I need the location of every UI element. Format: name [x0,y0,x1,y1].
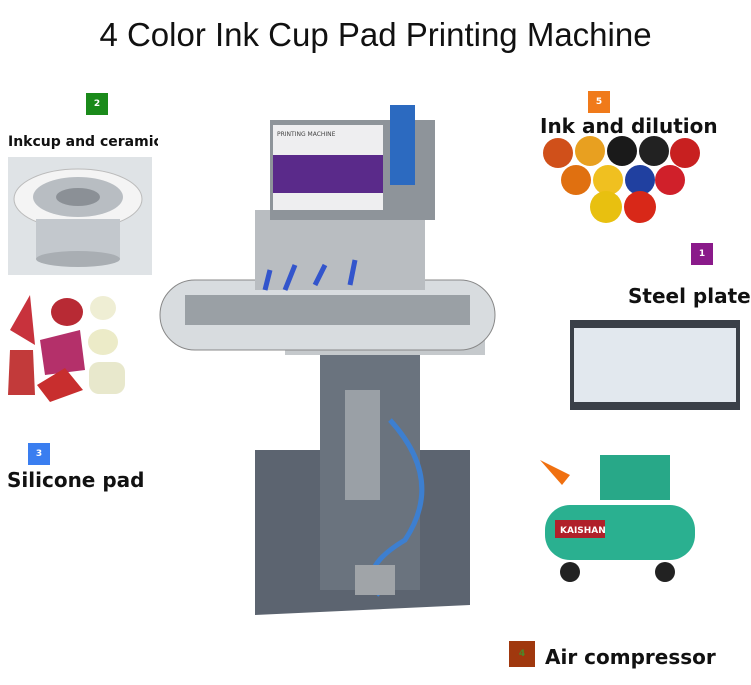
page-title: 4 Color Ink Cup Pad Printing Machine [99,16,652,53]
steel-plate-label: Steel plate [628,284,751,308]
ink-label: Ink and dilution [540,114,718,138]
ink-cans-image [543,136,700,223]
compressor-brand: KAISHAN [560,526,606,536]
air-compressor-image: KAISHAN [540,455,695,582]
inkcup-image [8,157,152,275]
silicone-pads-image [8,295,125,402]
badge-2: 2 [86,93,108,115]
panel-label: PRINTING MACHINE [277,131,336,138]
pad-printing-machine-image: PRINTING MACHINE [159,105,496,615]
silicone-pad-label: Silicone pad [7,468,145,492]
badge-1: 1 [691,243,713,265]
steel-plate-image [570,320,740,410]
badge-3: 3 [28,443,50,465]
badge-4: 4 [509,641,535,667]
inkcup-label: Inkcup and ceramic r [8,134,158,150]
badge-5: 5 [588,91,610,113]
air-compressor-label: Air compressor [545,645,716,669]
